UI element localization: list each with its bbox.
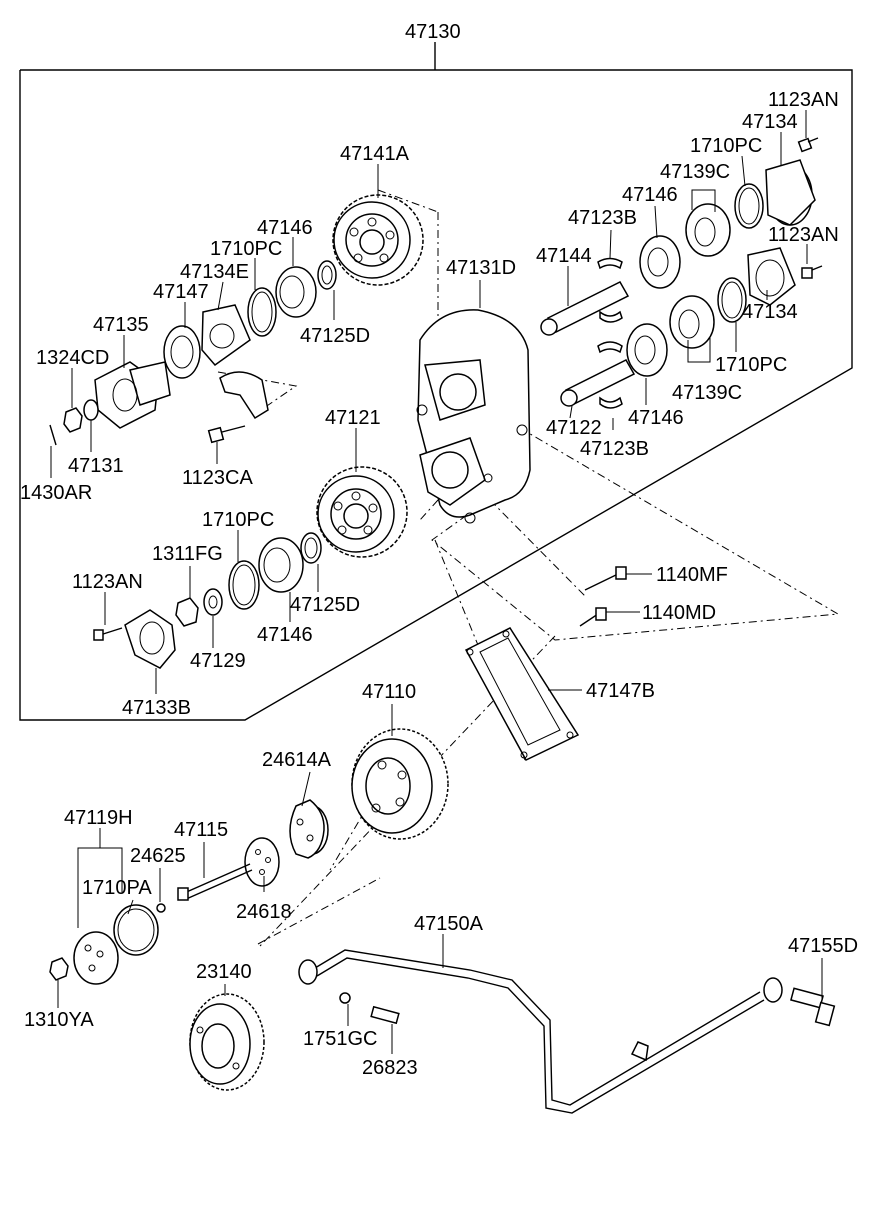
pipe-47150a [298, 949, 836, 1114]
label-cover-mid-right: 47134 [742, 301, 798, 323]
assembly-boundary [19, 42, 853, 721]
part-labels: 47130 1123AN 47134 1710PC 47139C 47146 4… [20, 21, 858, 1079]
label-nut-upper-left: 1324CD [36, 347, 109, 369]
upper-left-parts [49, 260, 337, 446]
label-spacer-top-right: 47139C [660, 161, 730, 183]
label-shaft-lower: 47122 [546, 417, 602, 439]
label-bearing-upper-left: 47146 [257, 217, 313, 239]
label-pipe: 47150A [414, 913, 484, 935]
gear-47141a [332, 194, 424, 286]
shaft-47115 [177, 863, 253, 901]
label-gear-pulley: 23140 [196, 961, 252, 983]
label-bearing-top-right: 47146 [622, 184, 678, 206]
label-hub: 24614A [262, 749, 332, 771]
label-gear-upper: 47141A [340, 143, 410, 165]
label-gasket-upper-left: 47147 [153, 281, 209, 303]
label-gasket-case: 47147B [586, 680, 655, 702]
gasket-47147b [464, 627, 580, 761]
label-oring-lower-left: 1710PC [202, 509, 274, 531]
label-oring-top-right: 1710PC [690, 135, 762, 157]
gear-47121 [316, 466, 408, 558]
label-bolt-upper-left: 1123CA [182, 467, 253, 489]
gear-47110 [351, 728, 449, 840]
label-washer-upper-left: 47131 [68, 455, 124, 477]
label-plate: 24618 [236, 901, 292, 923]
right-side-parts [540, 137, 823, 409]
leader-lines [50, 110, 823, 1054]
label-bolt-md: 1140MD [642, 602, 716, 624]
label-shell-top-right: 47123B [568, 207, 637, 229]
label-shaft-upper: 47144 [536, 245, 592, 267]
label-spacer-mid-right: 47139C [672, 382, 742, 404]
label-ring-upper-left: 47125D [300, 325, 370, 347]
label-case-cover: 47131D [446, 257, 516, 279]
label-bolt-mid-right: 1123AN [768, 224, 839, 246]
hub-24614a [289, 799, 329, 859]
label-assembly-hub: 47119H [64, 807, 133, 829]
label-cover-top-right: 47134 [742, 111, 798, 133]
label-oring-pa: 1710PA [82, 877, 152, 899]
label-gasket-gc: 1751GC [303, 1028, 378, 1050]
plate-24618 [244, 837, 280, 887]
label-oring-mid-right: 1710PC [715, 354, 787, 376]
label-oring-upper-left: 1710PC [210, 238, 282, 260]
case-bolts [579, 566, 627, 627]
label-bolt-eye: 47155D [788, 935, 858, 957]
label-washer-lower-left: 47129 [190, 650, 246, 672]
case-cover-47131d [416, 309, 531, 524]
label-bolt-lower-left: 1123AN [72, 571, 143, 593]
label-gear-drive: 47110 [362, 681, 416, 703]
lower-left-parts [93, 532, 322, 669]
label-cover-lower-left: 47133B [122, 697, 191, 719]
label-pin-upper-left: 1430AR [20, 482, 92, 504]
label-bearing-lower-left: 47146 [257, 624, 313, 646]
label-main-assembly: 47130 [405, 21, 461, 43]
label-nut-ya: 1310YA [24, 1009, 94, 1031]
gear-23140 [189, 993, 265, 1091]
label-bolt-mf: 1140MF [656, 564, 728, 586]
label-nut-lower-left: 1311FG [152, 543, 223, 565]
label-cover-upper-left: 47134E [180, 261, 249, 283]
label-pin-small: 24625 [130, 845, 186, 867]
pulley-parts [49, 903, 166, 985]
label-housing-upper-left: 47135 [93, 314, 149, 336]
label-gear-middle: 47121 [325, 407, 381, 429]
label-bolt-top-right: 1123AN [768, 89, 839, 111]
label-shell-lower-right: 47123B [580, 438, 649, 460]
label-ring-lower-left: 47125D [290, 594, 360, 616]
label-shaft-drive: 47115 [174, 819, 228, 841]
label-bolt-pipe: 26823 [362, 1057, 418, 1079]
label-bearing-mid-right: 47146 [628, 407, 684, 429]
